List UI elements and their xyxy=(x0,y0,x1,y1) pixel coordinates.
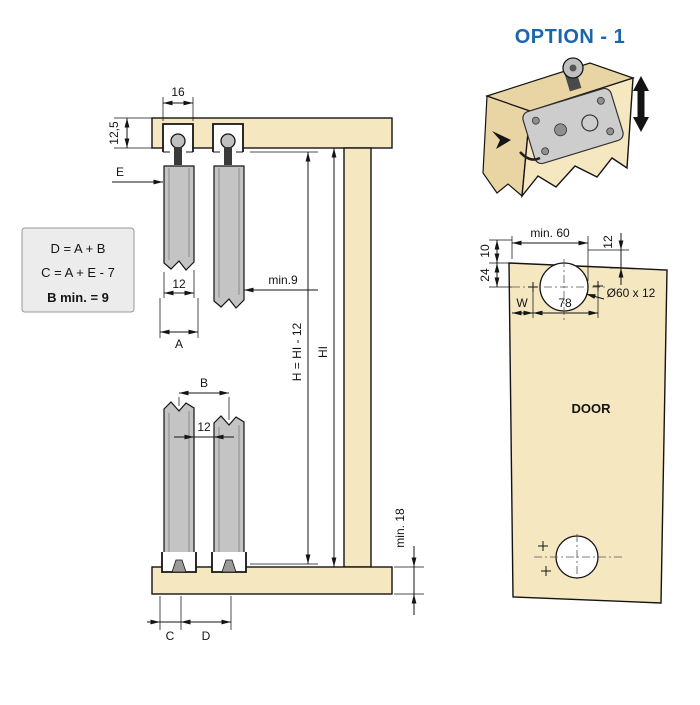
dim-d: D xyxy=(181,619,231,643)
upper-door-front xyxy=(163,165,195,271)
dim-label-c: C xyxy=(166,629,175,643)
dim-label-b: B xyxy=(200,376,208,390)
door-panel-view: min. 60 10 24 12 W 78 xyxy=(478,226,668,604)
dim-b: B xyxy=(178,376,230,420)
dim-label-w: W xyxy=(516,296,528,310)
bottom-panel xyxy=(151,566,393,595)
pointer-arrow-icon xyxy=(492,131,511,149)
vertical-adjust-arrow-icon xyxy=(633,76,649,132)
screw-mark-icon xyxy=(541,566,551,576)
wood-top-edge xyxy=(485,62,635,112)
formula-d: D = A + B xyxy=(51,241,106,256)
screw-icon xyxy=(531,116,540,125)
dim-24: 24 xyxy=(478,263,500,287)
screw-icon xyxy=(541,147,550,156)
dim-label-10: 10 xyxy=(478,244,492,258)
dim-label-h: H = HI - 12 xyxy=(290,323,304,382)
screw-icon xyxy=(606,127,615,136)
screw-icon xyxy=(596,96,605,105)
dim-label-min-18: min. 18 xyxy=(393,508,407,548)
dim-label-16: 16 xyxy=(171,85,185,99)
dim-label-d: D xyxy=(202,629,211,643)
formula-c: C = A + E - 7 xyxy=(41,265,115,280)
dim-top-panel-thickness: 12,5 xyxy=(107,117,152,149)
dim-door-thickness-bottom: 12 xyxy=(174,420,234,440)
bottom-track-right xyxy=(211,552,247,573)
screw-mark-icon xyxy=(593,281,603,291)
dim-label-hi: HI xyxy=(316,346,330,358)
dim-min-18: min. 18 xyxy=(393,508,424,615)
dim-door-thickness-top: 12 xyxy=(163,270,195,298)
dim-label-min-60: min. 60 xyxy=(530,226,570,240)
dim-a: A xyxy=(159,298,199,351)
dim-c: C xyxy=(147,596,232,643)
lower-door-front xyxy=(163,401,195,567)
formula-b-min: B min. = 9 xyxy=(47,290,109,305)
dim-door-height: H = HI - 12 xyxy=(250,151,318,565)
lever-hook-icon xyxy=(519,151,541,161)
hanger-roller xyxy=(562,57,584,92)
top-track-right xyxy=(212,123,244,165)
formula-box: D = A + B C = A + E - 7 B min. = 9 xyxy=(21,227,135,313)
right-side-panel xyxy=(343,147,372,568)
mount-detail-view xyxy=(482,57,649,199)
roller-wheel-icon xyxy=(170,133,186,149)
lower-door-back xyxy=(213,415,245,567)
cross-section-view: 16 12,5 E 12 A min.9 xyxy=(107,85,424,643)
dim-label-78: 78 xyxy=(558,296,572,310)
dim-e: E xyxy=(112,165,163,185)
dim-min-60: min. 60 xyxy=(511,226,589,281)
dim-label-a: A xyxy=(175,337,183,351)
dim-label-12-5: 12,5 xyxy=(107,121,121,145)
dim-label-12-bottom: 12 xyxy=(197,420,211,434)
dim-interior-height: HI xyxy=(316,148,337,567)
upper-door-back xyxy=(213,165,245,309)
option-title: OPTION - 1 xyxy=(515,26,626,48)
hole-spec: Ø60 x 12 xyxy=(585,286,656,300)
bottom-track-left xyxy=(161,552,197,573)
hole-spec-label: Ø60 x 12 xyxy=(607,286,656,300)
dim-label-e: E xyxy=(116,165,124,179)
dim-label-12-door: 12 xyxy=(601,235,615,249)
dim-78: 78 xyxy=(533,296,598,316)
screw-mark-icon xyxy=(528,282,538,292)
top-track-left xyxy=(162,123,194,165)
dim-min-9: min.9 xyxy=(244,273,318,293)
adjust-cam-icon xyxy=(581,114,599,132)
dim-track-width: 16 xyxy=(162,85,194,121)
dim-label-min-9: min.9 xyxy=(268,273,298,287)
screw-mark-icon xyxy=(538,541,548,551)
roller-wheel-icon xyxy=(220,133,236,149)
dim-label-24: 24 xyxy=(478,268,492,282)
door-label: DOOR xyxy=(572,401,612,416)
dim-12-door: 12 xyxy=(588,233,629,285)
mounting-plate xyxy=(522,87,624,165)
dim-label-12-top: 12 xyxy=(172,277,186,291)
formula-box-frame xyxy=(21,227,135,313)
